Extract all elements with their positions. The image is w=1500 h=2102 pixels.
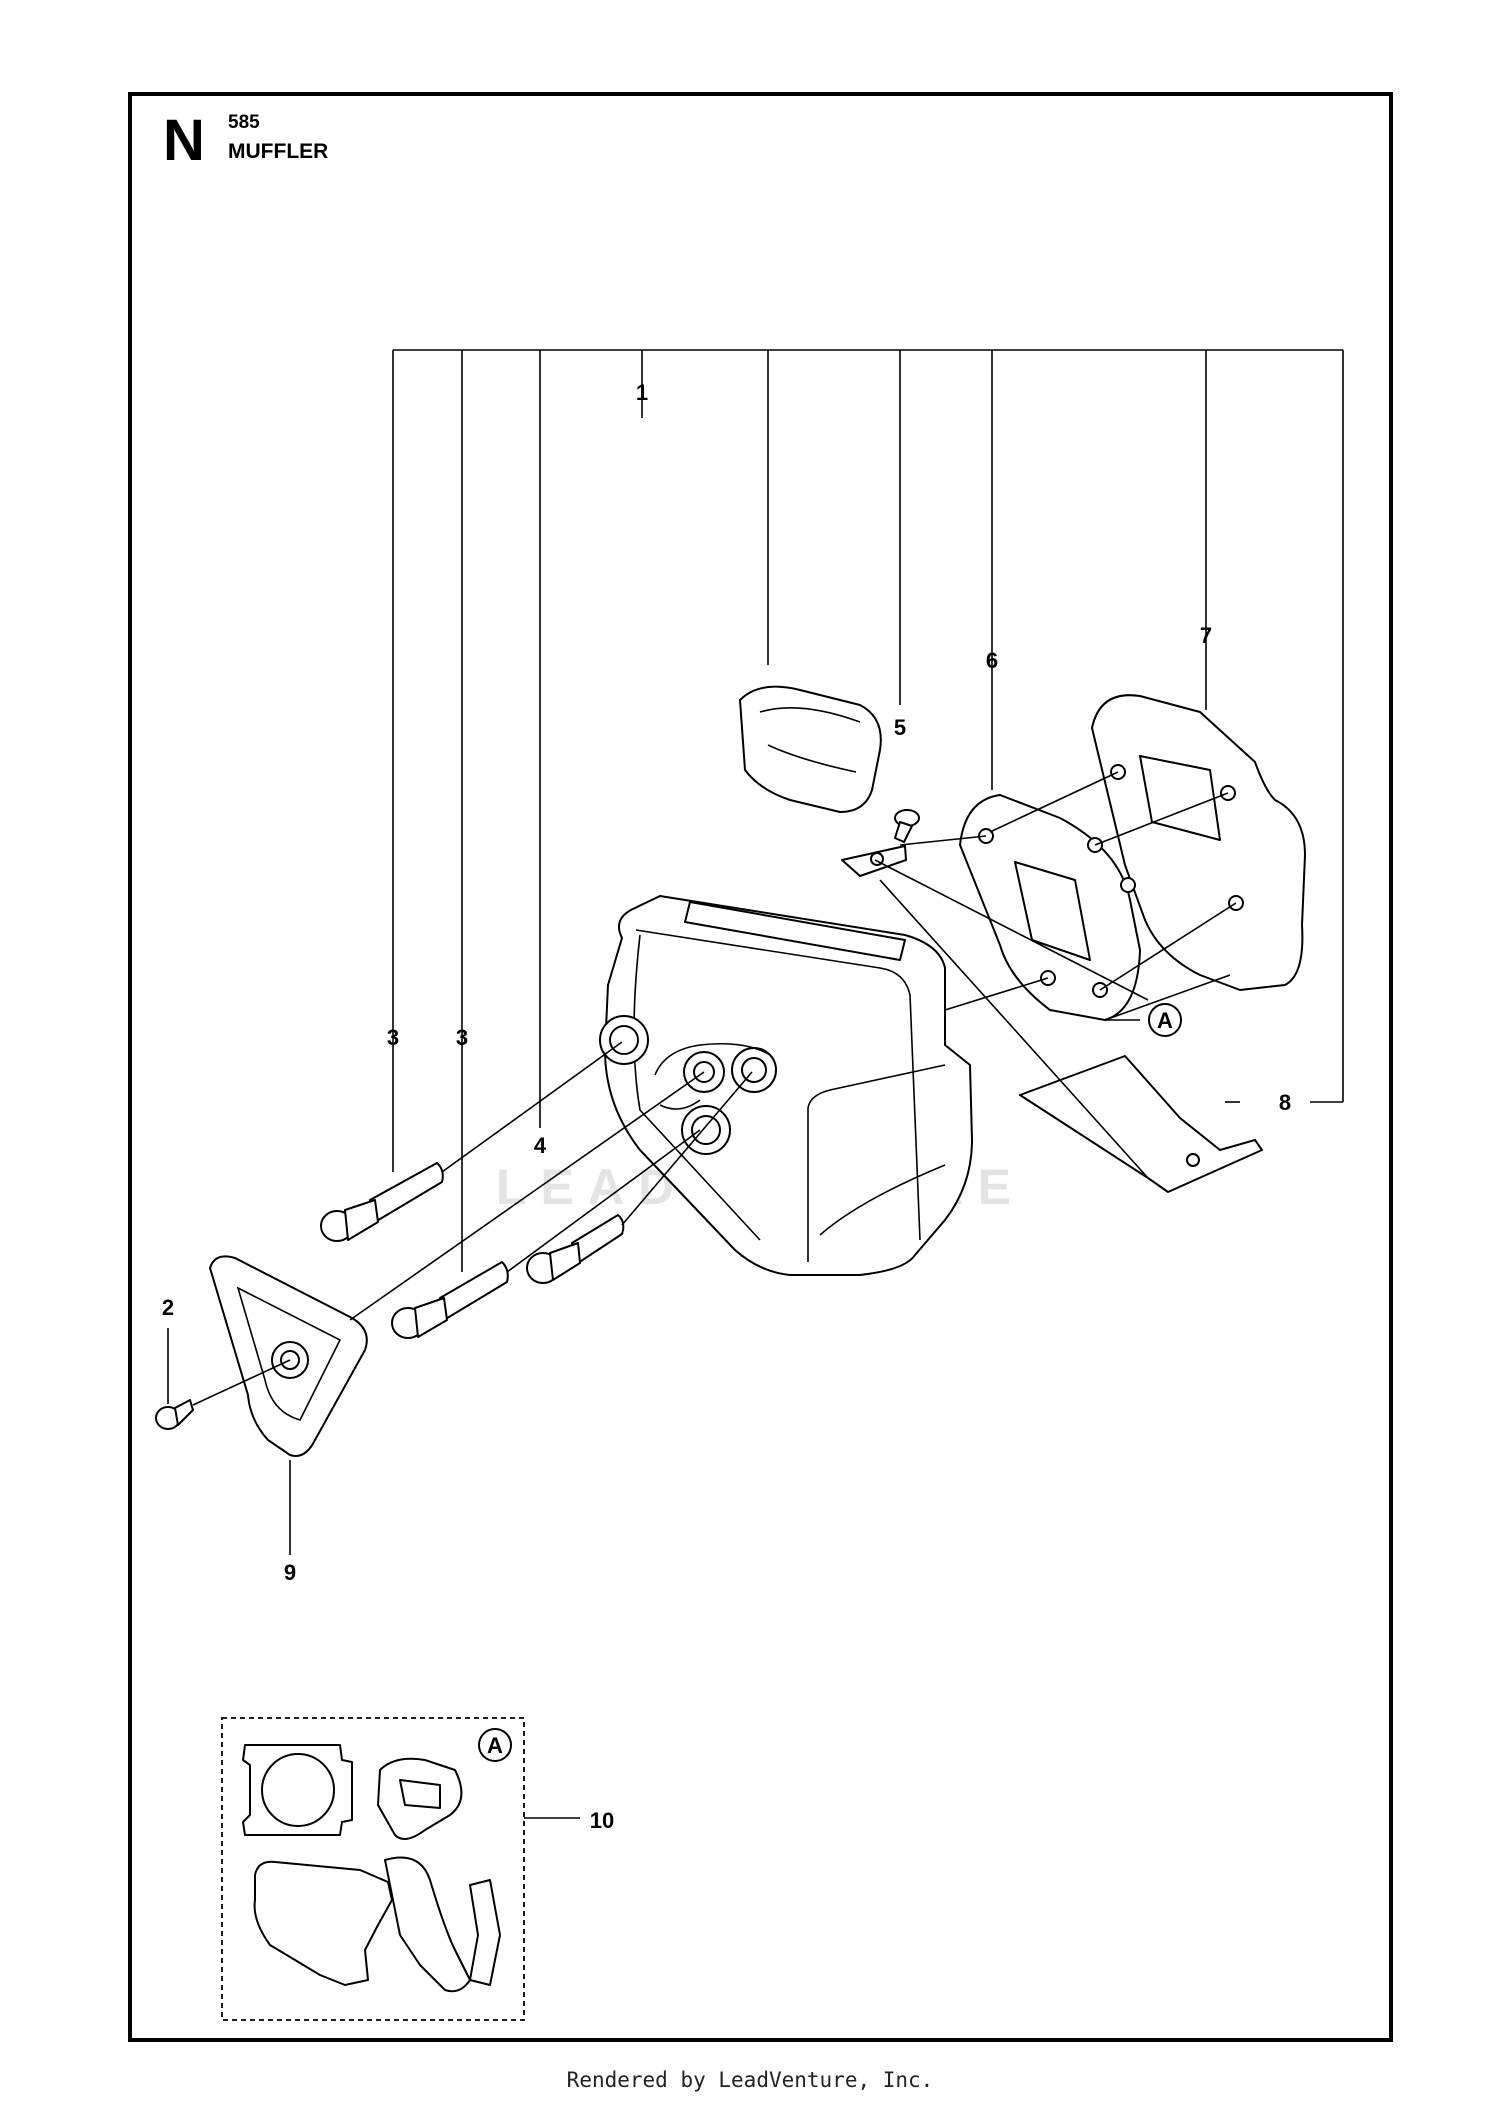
callout-5: 5	[894, 715, 906, 740]
bolt-3-lower	[391, 1261, 509, 1339]
callout-8: 8	[1279, 1090, 1291, 1115]
callout-4: 4	[534, 1133, 547, 1158]
callout-9: 9	[284, 1560, 296, 1585]
svg-text:A: A	[487, 1733, 503, 1758]
deflector-plate-8	[1019, 1055, 1263, 1193]
section-letter: N	[163, 108, 205, 173]
model-code: 585	[228, 112, 260, 133]
callout-3-left: 3	[387, 1025, 399, 1050]
gasket-6	[959, 794, 1141, 1021]
diagram-frame	[128, 92, 1393, 2042]
other-leader-lines	[167, 1019, 1140, 1555]
bolt-3-upper	[320, 1162, 444, 1242]
callout-2: 2	[162, 1295, 174, 1320]
gasket-kit-10: A	[221, 1717, 580, 2021]
callout-6: 6	[986, 648, 998, 673]
callout-1: 1	[636, 380, 648, 405]
callout-10: 10	[590, 1808, 614, 1833]
assembly-lines	[192, 771, 1237, 1406]
marker-a-kit: A	[478, 1728, 512, 1762]
muffler-body	[599, 685, 973, 1276]
leader-lines-part-1	[392, 349, 1344, 1272]
end-cap-9	[209, 1255, 368, 1457]
svg-text:A: A	[1157, 1008, 1173, 1033]
callout-3-right: 3	[456, 1025, 468, 1050]
footer-credit: Rendered by LeadVenture, Inc.	[566, 2068, 934, 2092]
marker-a-main: A	[1148, 1003, 1182, 1037]
section-title: MUFFLER	[228, 140, 329, 163]
callout-7: 7	[1200, 623, 1212, 648]
heat-shield-top	[739, 685, 882, 813]
screw-2	[155, 1399, 194, 1430]
bolt-4	[526, 1214, 625, 1284]
screw-5	[894, 809, 920, 843]
